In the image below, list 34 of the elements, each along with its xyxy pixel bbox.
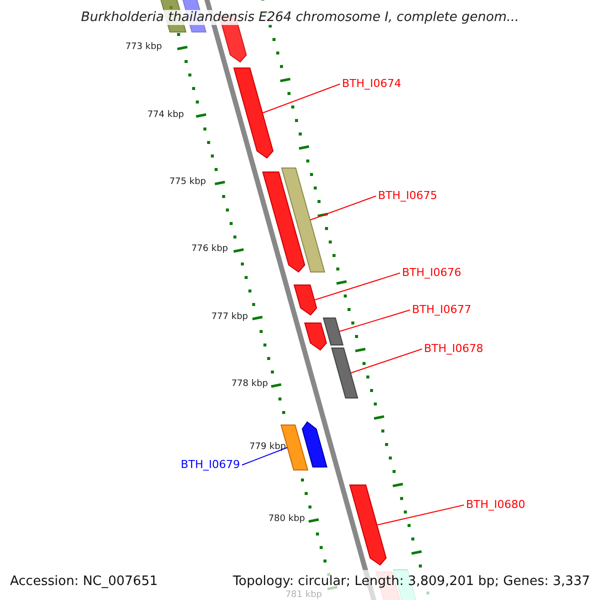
gene-label: BTH_I0677: [412, 304, 472, 315]
scale-label: 780 kbp: [268, 515, 305, 524]
gene-feature: [281, 168, 326, 272]
scale-label: 773 kbp: [125, 43, 162, 52]
scale-label: 777 kbp: [211, 313, 248, 322]
leader-line: [310, 196, 376, 220]
gene-feature: [304, 322, 327, 351]
gene-feature: [331, 348, 358, 398]
footer-text: Topology: circular; Length: 3,809,201 bp; Genes: 3,337: [232, 575, 590, 588]
leader-line: [262, 84, 340, 114]
gene-feature: [262, 172, 306, 273]
leader-line: [338, 310, 410, 332]
scale-label: 776 kbp: [191, 245, 228, 254]
gene-feature: [233, 68, 274, 159]
gene-label: BTH_I0680: [466, 499, 526, 510]
leader-line: [350, 348, 422, 374]
gene-feature: [322, 318, 344, 346]
scale-label: 775 kbp: [169, 178, 206, 187]
gene-feature: [302, 421, 328, 468]
scale-label: 779 kbp: [249, 443, 286, 452]
scale-label: 774 kbp: [147, 111, 184, 120]
scale-label: 781 kbp: [285, 591, 322, 600]
footer-text: Accession: NC_007651: [10, 575, 158, 588]
gene-label: BTH_I0675: [378, 190, 438, 201]
leader-line: [314, 272, 400, 300]
gene-label: BTH_I0678: [424, 343, 484, 354]
gene-feature: [294, 284, 318, 316]
leader-line: [242, 447, 288, 466]
gene-label: BTH_I0679: [180, 459, 240, 470]
scale-label: 778 kbp: [231, 380, 268, 389]
leader-line: [376, 504, 464, 526]
gene-label: BTH_I0674: [342, 78, 402, 89]
gene-label: BTH_I0676: [402, 267, 462, 278]
gene-feature: [349, 484, 387, 566]
